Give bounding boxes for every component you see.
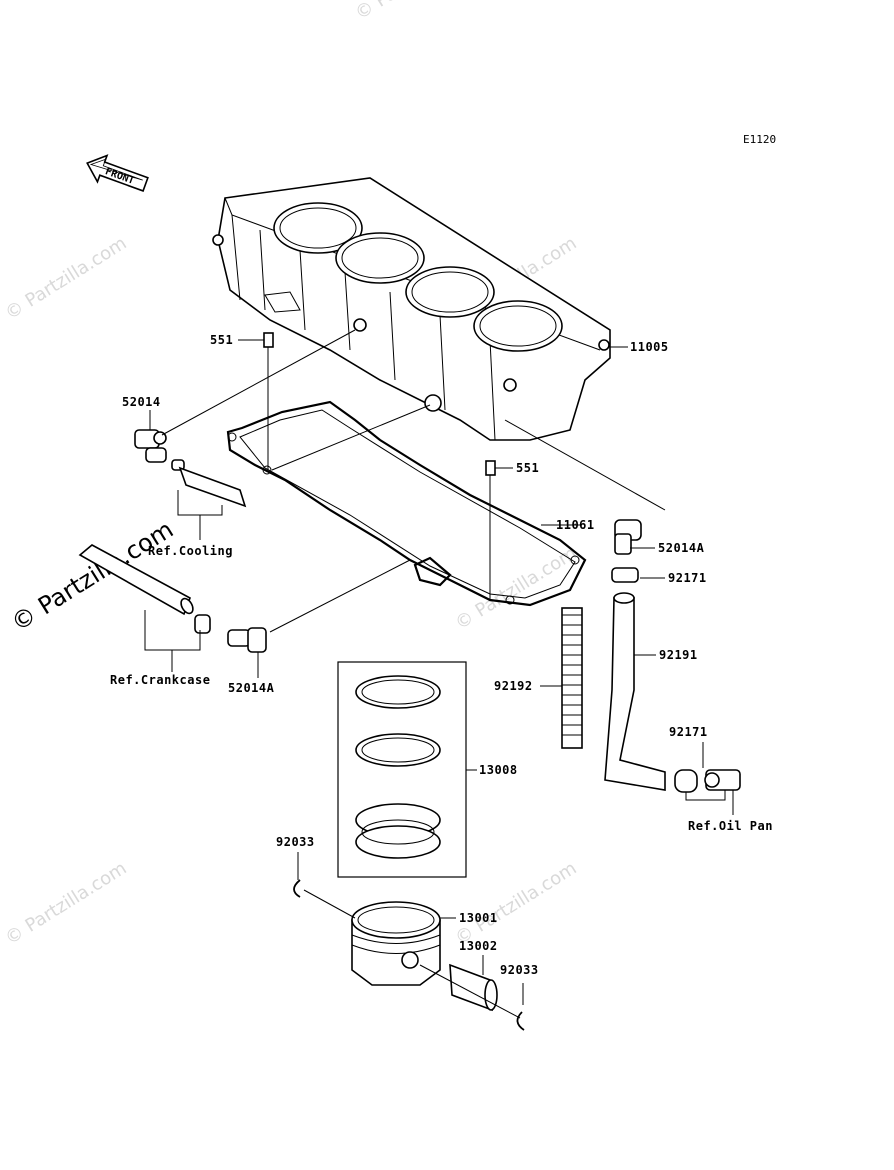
- part-labels: 551 11005 52014 551 11061 52014A 92171 9…: [122, 333, 708, 977]
- label-92191: 92191: [659, 648, 698, 662]
- label-92171-bottom: 92171: [669, 725, 708, 739]
- fitting-52014: [134, 429, 167, 463]
- label-92033-right: 92033: [500, 963, 539, 977]
- piston: [351, 901, 441, 986]
- snap-ring-left: [293, 879, 301, 898]
- dowel-top: [263, 332, 274, 348]
- ref-labels: Ref.Cooling Ref.Crankcase Ref.Oil Pan: [110, 544, 773, 833]
- leader-lines: [144, 329, 734, 1019]
- clamp-92171-top: [611, 567, 639, 583]
- ref-crankcase-label: Ref.Crankcase: [110, 673, 210, 687]
- snap-ring-right: [516, 1011, 525, 1031]
- ref-cooling-label: Ref.Cooling: [148, 544, 233, 558]
- label-13008: 13008: [479, 763, 518, 777]
- front-arrow-icon: FRONT: [86, 154, 149, 192]
- label-11061: 11061: [556, 518, 595, 532]
- diagram-code: E1120: [743, 133, 776, 146]
- label-92171-top: 92171: [668, 571, 707, 585]
- watermark-main: © Partzilla.com: [6, 515, 178, 637]
- label-13001: 13001: [459, 911, 498, 925]
- label-52014: 52014: [122, 395, 161, 409]
- watermark-5: © Partzilla.com: [452, 858, 581, 949]
- ref-oil-pan-label: Ref.Oil Pan: [688, 819, 773, 833]
- label-92033-left: 92033: [276, 835, 315, 849]
- clamp-92171-bottom: [674, 769, 698, 793]
- label-11005: 11005: [630, 340, 669, 354]
- label-551-top: 551: [210, 333, 233, 347]
- oil-pan-fitting: [704, 769, 741, 791]
- cooling-hose: [178, 466, 247, 508]
- fitting-52014A-left: [227, 627, 267, 653]
- fitting-52014A-right: [614, 519, 642, 555]
- cylinder-block: [212, 177, 611, 441]
- piston-rings: [355, 675, 441, 859]
- label-551-mid: 551: [516, 461, 539, 475]
- watermark-1: © Partzilla.com: [2, 233, 131, 324]
- watermark-6: © Partzilla.com: [352, 0, 481, 24]
- dowel-mid: [485, 460, 496, 476]
- label-52014A-left: 52014A: [228, 681, 275, 695]
- breather-tube-92192: [561, 607, 583, 749]
- watermark-3: © Partzilla.com: [452, 543, 581, 634]
- oil-hose-92191: [604, 597, 666, 791]
- label-13002: 13002: [459, 939, 498, 953]
- label-52014A-right: 52014A: [658, 541, 705, 555]
- label-92192: 92192: [494, 679, 533, 693]
- crankcase-hose: [78, 544, 191, 616]
- head-gasket: [226, 400, 587, 607]
- watermark-4: © Partzilla.com: [2, 858, 131, 949]
- clamp-cooling: [171, 459, 185, 471]
- clamp-crankcase: [194, 614, 211, 634]
